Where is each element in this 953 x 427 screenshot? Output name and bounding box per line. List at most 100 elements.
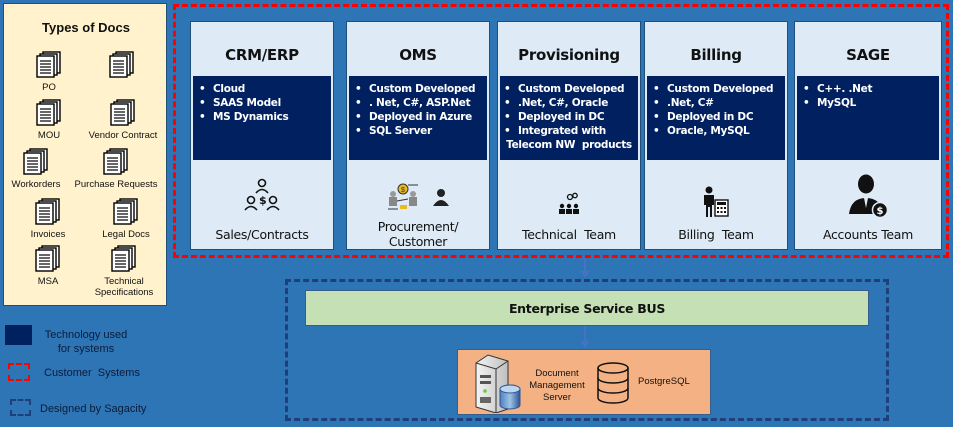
tech-item: .Net, C#, Oracle xyxy=(504,96,634,110)
tech-box: Cloud SAAS Model MS Dynamics xyxy=(193,76,331,160)
legend-swatch-sagacity xyxy=(10,399,31,416)
dms-label-line: Document xyxy=(535,368,579,379)
database-icon xyxy=(597,362,629,404)
document-stack-icon xyxy=(36,51,61,78)
legend-sagacity-label: Designed by Sagacity xyxy=(40,403,147,415)
tech-item: .Net, C# xyxy=(653,96,781,110)
procurement-icon: $ xyxy=(388,183,418,210)
tech-box: Custom Developed . Net, C#, ASP.Net Depl… xyxy=(349,76,487,160)
system-title: Provisioning xyxy=(518,46,620,64)
document-stack-icon xyxy=(111,245,136,272)
tech-item: Telecom NW products xyxy=(506,139,632,151)
people-money-icon: $ xyxy=(191,176,333,216)
docs-title: Types of Docs xyxy=(42,20,130,35)
doc-legal-docs: Legal Docs xyxy=(86,197,166,240)
document-stack-icon xyxy=(36,99,61,126)
doc-workorders: Workorders xyxy=(6,147,66,190)
tech-item: Oracle, MySQL xyxy=(653,124,781,138)
tech-box: C++. .Net MySQL xyxy=(797,76,939,160)
system-team: Procurement/ Customer xyxy=(347,219,489,249)
document-stack-icon xyxy=(35,245,60,272)
dms-label-line: Management xyxy=(529,380,585,391)
legend-line: for systems xyxy=(57,343,115,355)
tech-item: . Net, C#, ASP.Net xyxy=(355,96,483,110)
doc-label: Purchase Requests xyxy=(74,179,158,190)
tech-item: Cloud xyxy=(199,82,327,96)
customer-systems-group: CRM/ERP Cloud SAAS Model MS Dynamics $ S… xyxy=(173,4,949,258)
legend-swatch-technology xyxy=(5,325,32,345)
tech-item: Deployed in DC xyxy=(653,110,781,124)
system-team: Billing Team xyxy=(678,227,754,242)
document-stack-icon xyxy=(35,198,60,225)
tech-item: Deployed in DC xyxy=(504,110,634,124)
system-title: Billing xyxy=(690,46,742,64)
svg-text:$: $ xyxy=(259,194,267,207)
tech-item: Deployed in Azure xyxy=(355,110,483,124)
connector-arrow xyxy=(584,258,586,272)
system-team: Technical Team xyxy=(522,227,616,242)
system-team-line: Customer xyxy=(388,234,448,249)
person-calculator-icon xyxy=(645,186,787,218)
document-stack-icon xyxy=(109,51,134,78)
system-card-oms: OMS Custom Developed . Net, C#, ASP.Net … xyxy=(346,21,490,250)
tech-item: SAAS Model xyxy=(199,96,327,110)
doc-purchase-requests: Purchase Requests xyxy=(66,147,166,190)
accountant-icon: $ xyxy=(795,174,941,218)
system-title: OMS xyxy=(399,46,437,64)
doc-mou: MOU xyxy=(9,98,89,141)
system-team: Accounts Team xyxy=(822,227,914,242)
tech-item: MS Dynamics xyxy=(199,110,327,124)
svg-text:$: $ xyxy=(877,206,884,217)
doc-label: MOU xyxy=(37,130,61,141)
legend-swatch-customer xyxy=(8,363,30,381)
tech-item: Custom Developed xyxy=(504,82,634,96)
doc-label: Workorders xyxy=(11,179,61,190)
team-gears-icon xyxy=(498,192,640,216)
document-management-box: Document Management Server PostgreSQL xyxy=(457,349,711,415)
document-stack-icon xyxy=(23,148,48,175)
arrow-head xyxy=(580,271,590,278)
person-icon xyxy=(433,189,449,206)
dms-db-label: PostgreSQL xyxy=(638,376,690,387)
svg-text:$: $ xyxy=(401,187,405,194)
doc-technical-specifications: Technical Specifications xyxy=(82,244,166,298)
legend-technology-label: Technology used for systems xyxy=(36,328,136,356)
document-stack-icon xyxy=(113,198,138,225)
doc-label: Vendor Contract xyxy=(88,130,158,141)
document-stack-icon xyxy=(110,99,135,126)
enterprise-service-bus: Enterprise Service BUS xyxy=(305,290,869,326)
doc-vendor-contract: Vendor Contract xyxy=(80,98,166,141)
dms-server-label: Document Management Server xyxy=(528,368,586,404)
doc-label: Invoices xyxy=(30,229,66,240)
system-team: Sales/Contracts xyxy=(215,227,309,242)
tech-box: Custom Developed .Net, C# Deployed in DC… xyxy=(647,76,785,160)
tech-item: MySQL xyxy=(803,96,935,110)
tech-item: SQL Server xyxy=(355,124,483,138)
connector-arrow xyxy=(584,326,586,342)
docs-panel: Types of Docs PO MOU Vendor Contract Wor… xyxy=(3,3,167,306)
dms-label-line: Server xyxy=(543,392,571,403)
doc-unlabeled xyxy=(82,50,162,82)
tech-box: Custom Developed .Net, C#, Oracle Deploy… xyxy=(500,76,638,160)
doc-label: Legal Docs xyxy=(102,229,150,240)
legend-line: Technology used xyxy=(44,329,128,341)
doc-po: PO xyxy=(9,50,89,93)
doc-label: Technical Specifications xyxy=(94,276,154,298)
tech-item: Custom Developed xyxy=(355,82,483,96)
document-stack-icon xyxy=(103,148,128,175)
tech-item: C++. .Net xyxy=(803,82,935,96)
sagacity-group xyxy=(285,279,889,421)
doc-invoices: Invoices xyxy=(8,197,88,240)
system-title: SAGE xyxy=(846,46,890,64)
doc-label: PO xyxy=(42,82,56,93)
arrow-head xyxy=(580,341,590,348)
tech-item: Integrated with xyxy=(504,124,634,138)
system-title: CRM/ERP xyxy=(225,46,299,64)
system-card-sage: SAGE C++. .Net MySQL $ Accounts Team xyxy=(794,21,942,250)
procurement-icons: $ xyxy=(347,182,489,212)
system-team-line: Procurement/ xyxy=(377,219,459,234)
doc-msa: MSA xyxy=(8,244,88,287)
tech-item: Custom Developed xyxy=(653,82,781,96)
doc-label: MSA xyxy=(37,276,59,287)
server-icon xyxy=(475,354,521,413)
